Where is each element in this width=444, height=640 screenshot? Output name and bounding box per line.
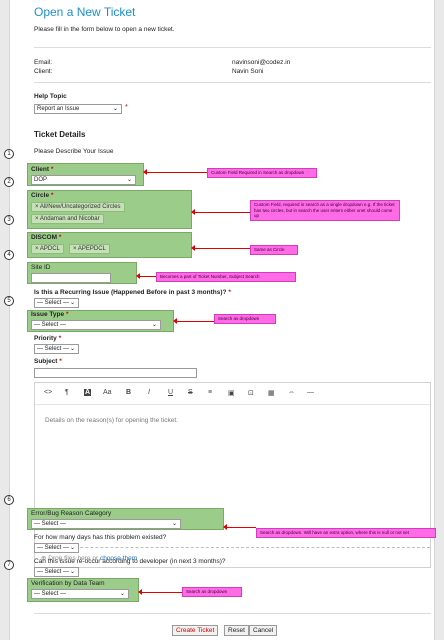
editor-placeholder: Details on the reason(s) for opening the… (45, 417, 178, 424)
annotation-arrow (223, 524, 256, 530)
chevron-down-icon: ⌄ (119, 591, 125, 597)
ticket-page: Open a New Ticket Please fill in the for… (9, 0, 436, 640)
step-marker-7: 7 (4, 560, 14, 570)
choose-files-link[interactable]: choose them (99, 555, 138, 562)
days-label: For how many days has this problem exist… (34, 534, 167, 541)
annotation-error-bug: Search as dropdown. Will have an extra o… (256, 528, 436, 538)
verification-select[interactable]: — Select — ⌄ (31, 589, 129, 599)
error-bug-label: Error/Bug Reason Category (31, 510, 112, 517)
recurring-select[interactable]: — Select — ⌄ (34, 298, 79, 308)
image-icon[interactable]: ▣ (228, 390, 235, 397)
days-select[interactable]: — Select — ⌄ (34, 543, 79, 553)
file-drop-zone[interactable]: ⊕ Drop files here or choose them (35, 547, 430, 567)
chevron-down-icon: ⌄ (69, 300, 75, 306)
priority-select[interactable]: — Select — ⌄ (34, 344, 79, 354)
reoccur-select[interactable]: — Select — ⌄ (34, 567, 79, 577)
site-id-label: Site ID (31, 264, 51, 271)
discom-chip[interactable]: × APDCL (31, 244, 64, 254)
circle-chip[interactable]: × Andaman and Nicobar (31, 214, 104, 224)
circle-label: Circle * (31, 192, 54, 199)
page-subtitle: Please fill in the form below to open a … (34, 26, 175, 33)
chevron-down-icon: ⌄ (171, 521, 177, 527)
reoccur-label: Can this issue re-occur according to dev… (34, 558, 226, 565)
step-marker-5: 5 (4, 296, 14, 306)
annotation-arrow (191, 209, 250, 215)
bold-icon[interactable]: B (126, 389, 132, 396)
font-size-icon[interactable]: Aa (103, 389, 112, 396)
list-icon[interactable]: ≡ (208, 389, 213, 396)
video-icon[interactable]: ⊡ (248, 390, 254, 397)
annotation-arrow (136, 273, 156, 279)
underline-icon[interactable]: U (168, 389, 174, 396)
strikethrough-icon[interactable]: S (188, 389, 193, 396)
horizontal-rule-icon[interactable]: — (307, 389, 314, 396)
annotation-client: Custom Field Required in Search as dropd… (207, 168, 317, 178)
reset-button[interactable]: Reset (224, 625, 249, 636)
annotation-discom: Same as Circle (250, 245, 298, 255)
chevron-down-icon: ⌄ (69, 346, 75, 352)
email-label: Email: (34, 59, 53, 66)
required-mark: * (125, 104, 128, 111)
discom-label: DISCOM * (31, 234, 62, 241)
annotation-arrow (191, 245, 250, 251)
chip-remove-icon: × (35, 246, 39, 252)
chip-remove-icon: × (73, 246, 77, 252)
client-info-label: Client: (34, 68, 53, 75)
email-value: navinsoni@codez.in (232, 59, 291, 66)
chip-remove-icon: × (35, 216, 39, 222)
annotation-arrow (138, 589, 182, 595)
ticket-details-heading: Ticket Details (34, 130, 86, 139)
client-select[interactable]: DOP ⌄ (31, 175, 136, 185)
step-marker-4: 4 (4, 250, 14, 260)
annotation-circle: Custom Field, required in search as a si… (250, 200, 400, 221)
error-bug-select[interactable]: — Select — ⌄ (31, 519, 181, 529)
client-label: Client * (31, 166, 54, 173)
step-marker-3: 3 (4, 215, 14, 225)
annotation-verification: Search as dropdown (182, 587, 242, 597)
table-icon[interactable]: ▦ (268, 390, 275, 397)
site-id-input[interactable] (31, 273, 111, 283)
circle-chip[interactable]: × All/New/Uncategorized Circles (31, 202, 125, 212)
chevron-down-icon: ⌄ (69, 545, 75, 551)
help-topic-select[interactable]: Report an Issue ⌄ (34, 104, 122, 114)
code-view-icon[interactable]: <> (44, 389, 53, 396)
divider (34, 613, 431, 614)
chevron-down-icon: ⌄ (151, 322, 157, 328)
verification-label: Verification by Data Team (31, 580, 105, 587)
priority-label: Priority * (34, 335, 62, 342)
chevron-down-icon: ⌄ (112, 106, 118, 112)
chevron-down-icon: ⌄ (126, 177, 132, 183)
annotation-arrow (143, 169, 207, 175)
paragraph-icon[interactable]: ¶ (65, 389, 69, 396)
describe-issue-text: Please Describe Your Issue (34, 148, 114, 155)
issue-type-label: Issue Type * (31, 311, 69, 318)
create-ticket-button[interactable]: Create Ticket (172, 625, 219, 636)
chip-remove-icon: × (35, 204, 39, 210)
step-marker-2: 2 (4, 177, 14, 187)
annotation-arrow (173, 318, 214, 324)
subject-input[interactable] (34, 368, 197, 378)
step-marker-1: 1 (4, 149, 14, 159)
cancel-button[interactable]: Cancel (249, 625, 278, 636)
editor-toolbar: <> ¶ A Aa B I U S ≡ ▣ ⊡ ▦ ⇔ — (35, 383, 430, 405)
annotation-site-id: Becomes a part of Ticket Number, Subject… (156, 272, 296, 282)
recurring-label: Is this a Recurring Issue (Happened Befo… (34, 289, 231, 296)
chevron-down-icon: ⌄ (69, 569, 75, 575)
help-topic-label: Help Topic (34, 93, 67, 100)
issue-type-select[interactable]: — Select — ⌄ (31, 320, 161, 330)
discom-chip[interactable]: × APEPDCL (69, 244, 110, 254)
text-style-icon[interactable]: A (84, 389, 92, 396)
divider (34, 82, 431, 83)
italic-icon[interactable]: I (148, 389, 150, 396)
page-title: Open a New Ticket (34, 5, 136, 19)
divider (34, 47, 431, 48)
upload-icon: ⊕ (41, 555, 47, 562)
link-icon[interactable]: ⇔ (288, 389, 295, 396)
subject-label: Subject * (34, 358, 62, 365)
client-info-value: Navin Soni (232, 68, 264, 75)
annotation-issue-type: Search as dropdown (214, 314, 276, 324)
step-marker-6: 6 (4, 495, 14, 505)
